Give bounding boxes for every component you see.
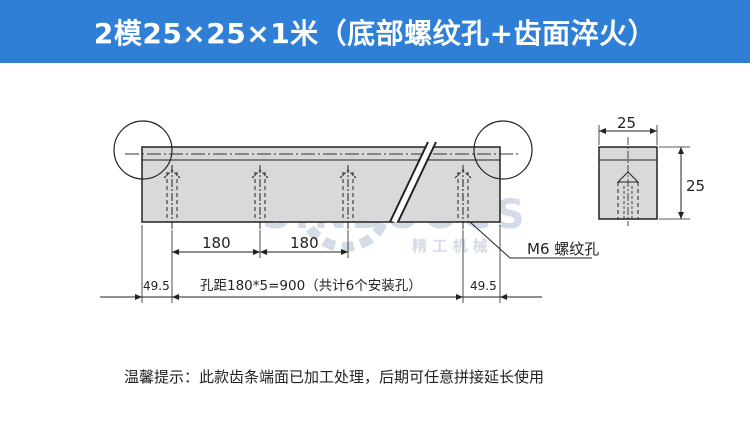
thread-callout: M6 螺纹孔 (527, 240, 599, 258)
hole-2 (251, 165, 269, 230)
rack-end-view (598, 137, 658, 226)
page-title: 2模25×25×1米（底部螺纹孔+齿面淬火） (93, 16, 657, 50)
technical-drawing: SINBOOCS 精 工 机 械 (100, 114, 705, 303)
hole-group (163, 165, 472, 230)
spacing-label-1: 180 (202, 234, 231, 252)
hole-3 (339, 165, 357, 230)
edge-label-right: 49.5 (470, 279, 497, 293)
callout-leader (469, 221, 592, 259)
end-width-label: 25 (617, 114, 636, 132)
end-height-label: 25 (686, 177, 705, 195)
hole-1 (163, 165, 181, 230)
header-bar: 2模25×25×1米（底部螺纹孔+齿面淬火） (0, 0, 750, 63)
rack-side-view (125, 140, 520, 224)
detail-circle-left (113, 120, 173, 180)
spacing-label-2: 180 (290, 234, 319, 252)
hole-4 (454, 165, 472, 230)
watermark-subtitle: 精 工 机 械 (412, 237, 488, 255)
tip-note: 温馨提示：此款齿条端面已加工处理，后期可任意拼接延长使用 (124, 368, 545, 386)
total-spacing-label: 孔距180*5=900（共计6个安装孔） (200, 278, 422, 294)
edge-label-left: 49.5 (143, 279, 170, 293)
detail-circle-right (473, 120, 533, 180)
